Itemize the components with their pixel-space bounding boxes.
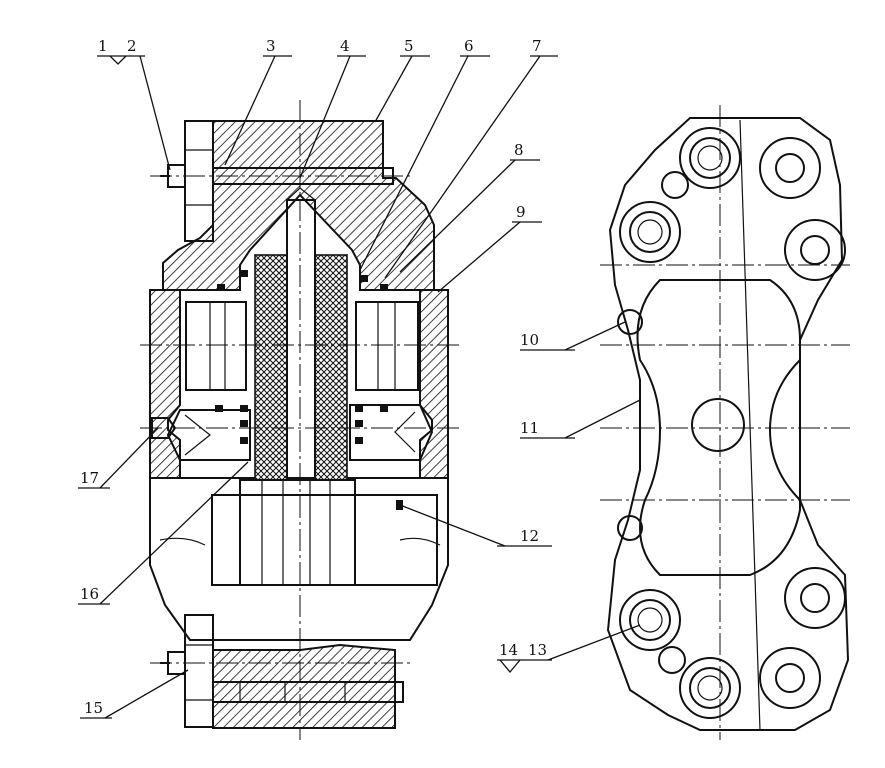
callout-2: 2 bbox=[127, 37, 137, 55]
callout-16: 16 bbox=[80, 585, 99, 603]
right-lower-piston bbox=[349, 404, 434, 461]
lower-bolt-shank bbox=[212, 681, 404, 703]
center-port bbox=[691, 398, 745, 452]
upper-bolt-head bbox=[184, 120, 214, 242]
callouts: 1 2 3 4 5 6 7 8 9 10 11 12 13 14 15 16 1… bbox=[78, 37, 641, 719]
seal-rings bbox=[215, 270, 403, 510]
callout-6: 6 bbox=[464, 37, 474, 55]
callout-13: 13 bbox=[528, 641, 547, 659]
right-wall-section bbox=[419, 289, 449, 479]
callout-8: 8 bbox=[514, 141, 524, 159]
callout-12: 12 bbox=[520, 527, 539, 545]
callout-1: 1 bbox=[98, 37, 108, 55]
callout-17: 17 bbox=[80, 469, 99, 487]
side-view bbox=[600, 105, 850, 740]
left-wall-section bbox=[149, 289, 181, 479]
callout-5: 5 bbox=[404, 37, 414, 55]
right-brake-pad bbox=[314, 254, 348, 481]
lower-pad-holder bbox=[211, 494, 438, 586]
bolt-holes bbox=[617, 127, 846, 719]
lower-bolt-head bbox=[184, 614, 214, 728]
callout-4: 4 bbox=[340, 37, 350, 55]
center-window bbox=[636, 279, 801, 576]
callout-9: 9 bbox=[516, 203, 526, 221]
callout-7: 7 bbox=[532, 37, 542, 55]
left-piston bbox=[185, 301, 247, 391]
callout-14: 14 bbox=[499, 641, 518, 659]
callout-11: 11 bbox=[520, 419, 539, 437]
callout-3: 3 bbox=[266, 37, 276, 55]
callout-15: 15 bbox=[84, 699, 103, 717]
rotor-lower bbox=[239, 479, 356, 586]
upper-housing-section bbox=[162, 120, 435, 291]
rotor-slot bbox=[286, 199, 316, 481]
left-brake-pad bbox=[254, 254, 288, 481]
left-lower-piston bbox=[166, 409, 251, 461]
right-piston bbox=[355, 301, 419, 391]
section-view bbox=[140, 100, 460, 740]
callout-10: 10 bbox=[520, 331, 539, 349]
